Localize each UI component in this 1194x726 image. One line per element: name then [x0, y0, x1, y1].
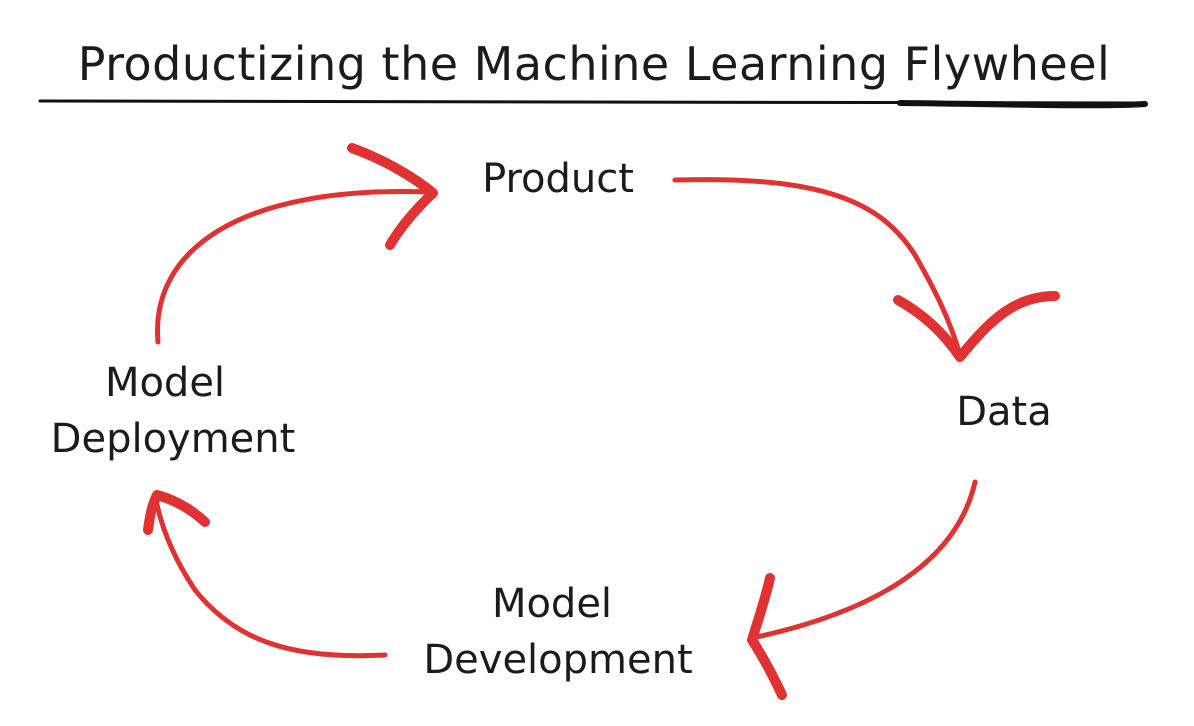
- node-model-deployment-line2: Deployment: [51, 416, 296, 462]
- arrow-data-to-development: [747, 479, 978, 700]
- node-model-development-line1: Model: [492, 581, 612, 627]
- arrow-product-to-data: [672, 177, 1060, 362]
- arrow-development-to-deployment: [143, 490, 388, 659]
- title-underline-thick: [897, 100, 1148, 109]
- node-product: Product: [482, 156, 634, 202]
- page-title: Productizing the Machine Learning Flywhe…: [78, 37, 1111, 91]
- node-model-development-line2: Development: [423, 637, 692, 683]
- arrow-deployment-to-product: [155, 143, 438, 345]
- node-model-deployment-line1: Model: [105, 360, 225, 406]
- node-data: Data: [956, 389, 1052, 435]
